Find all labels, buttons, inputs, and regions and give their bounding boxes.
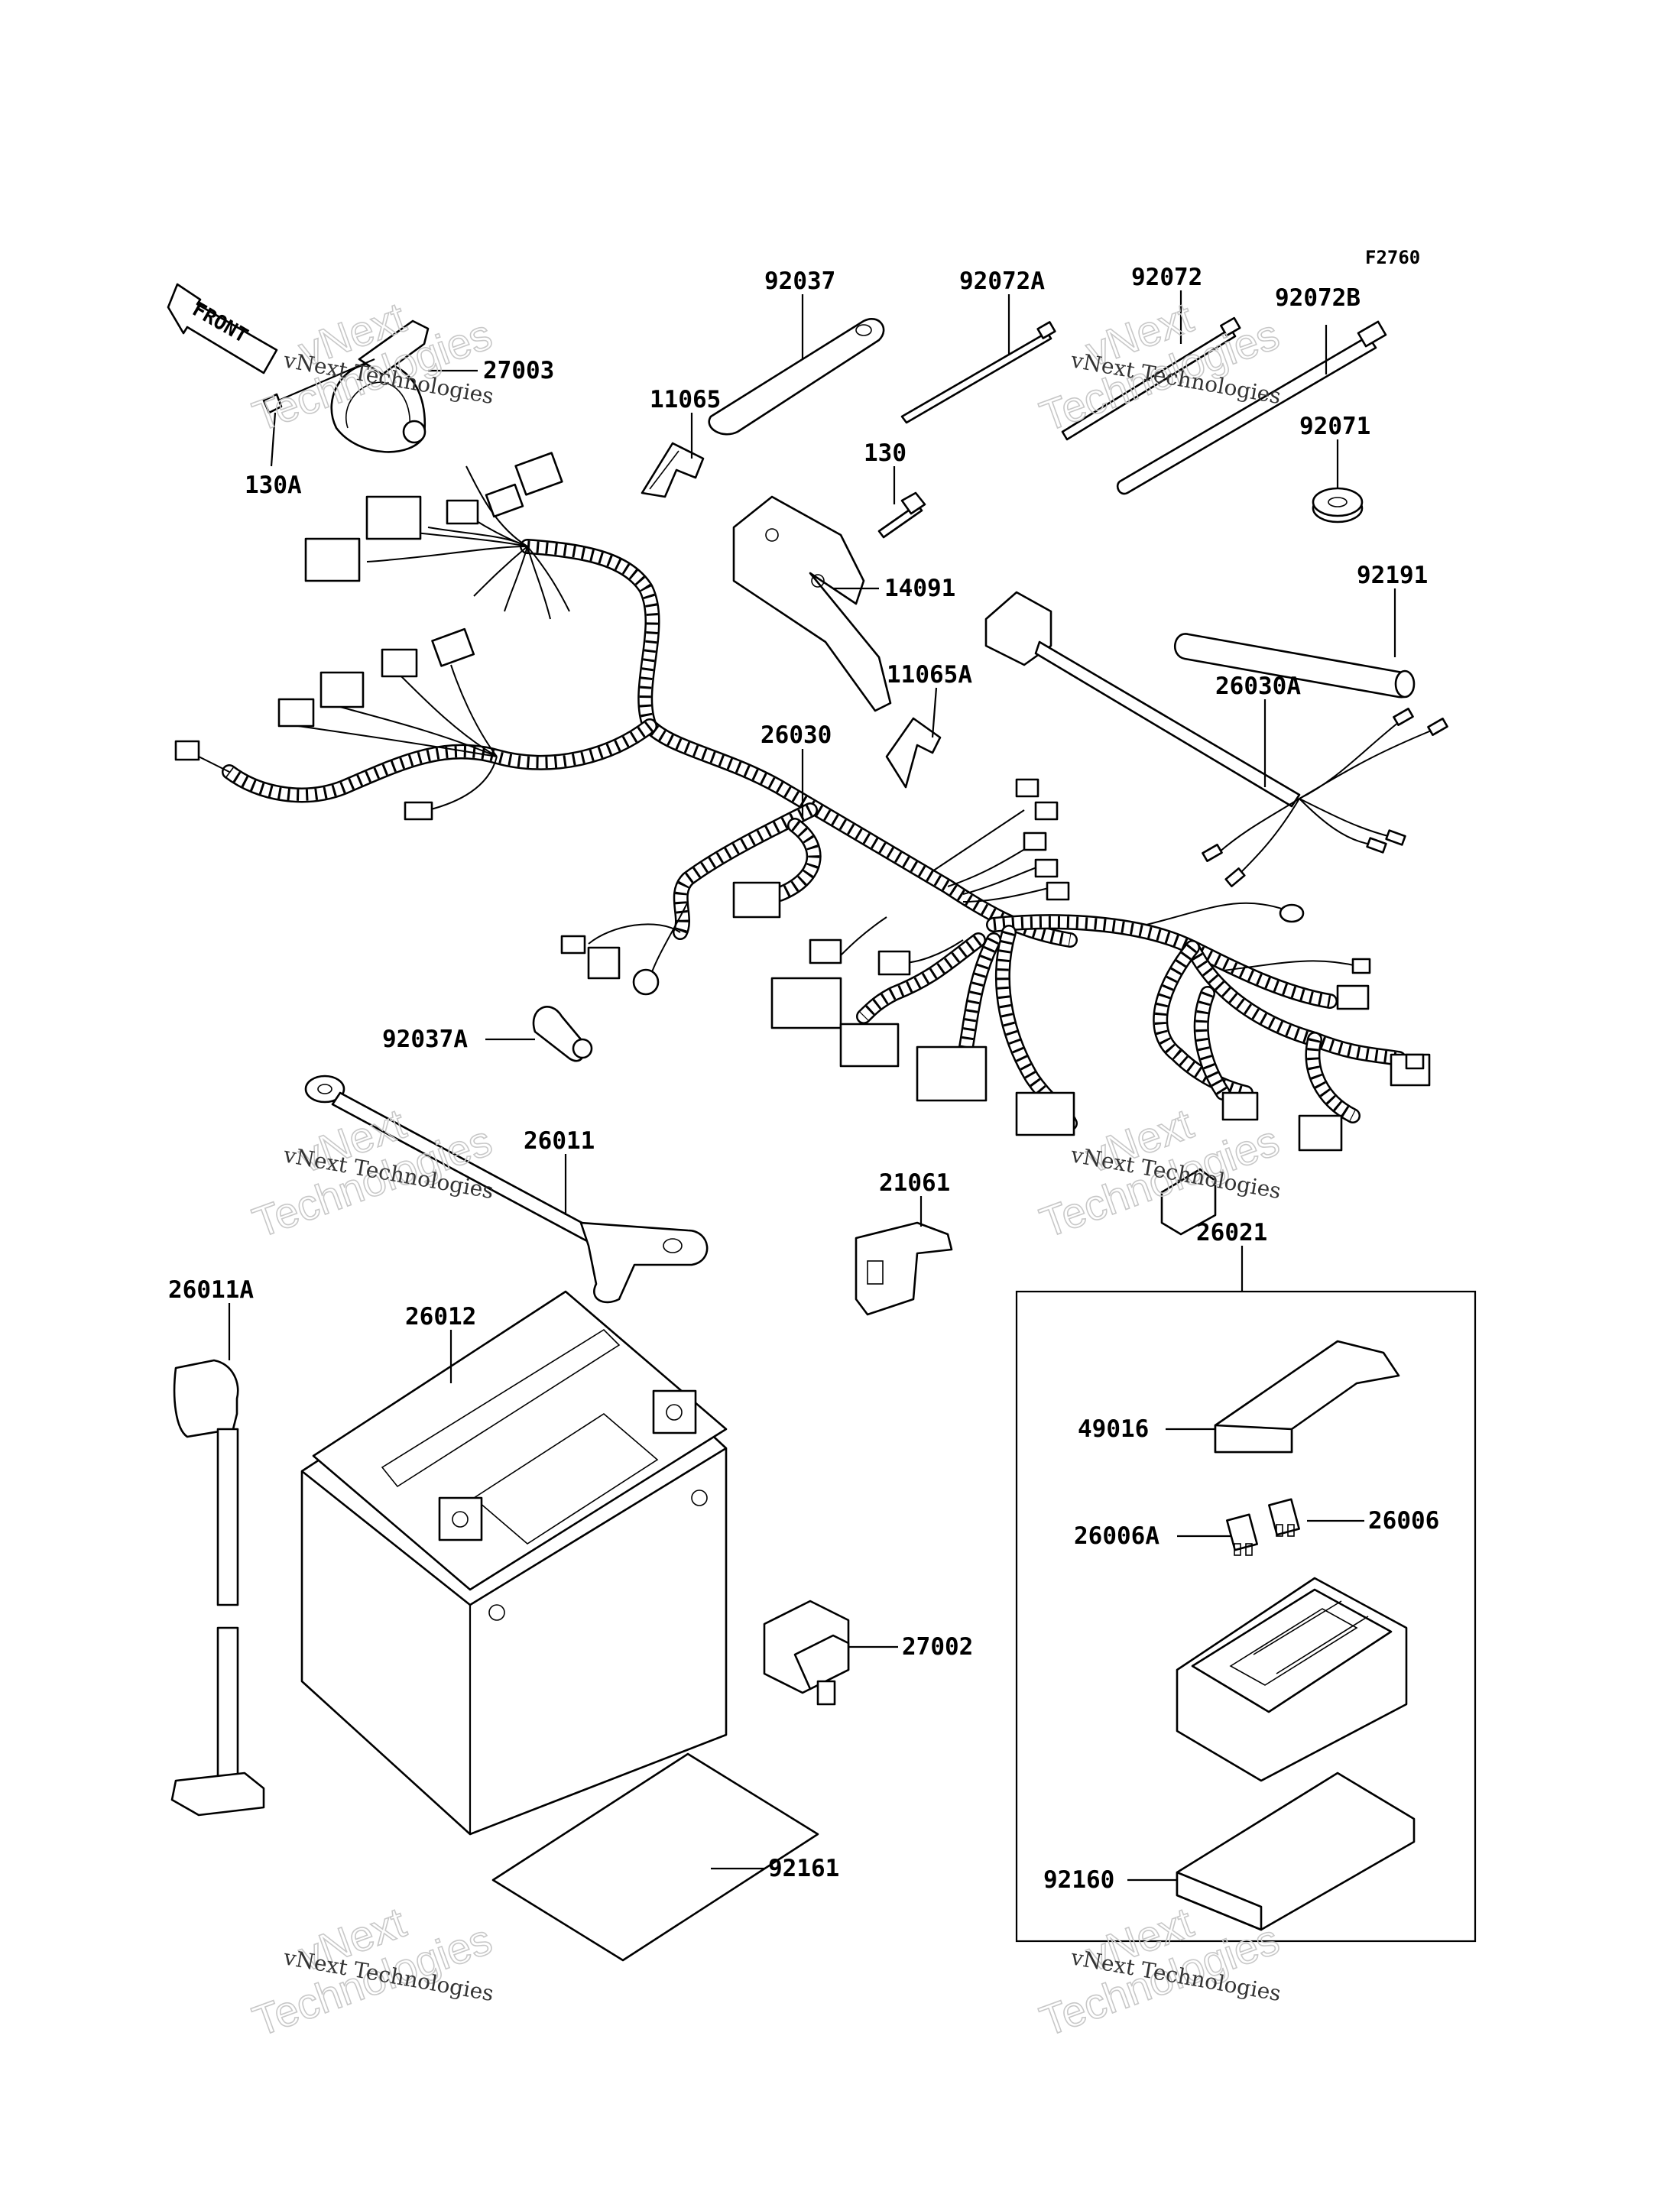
label-92072: 92072 [1131,264,1202,291]
clamp-11065 [641,442,705,498]
label-26006: 26006 [1368,1507,1439,1535]
label-92071: 92071 [1299,413,1370,440]
label-26021: 26021 [1196,1219,1267,1246]
label-92160: 92160 [1043,1866,1114,1894]
label-92037A: 92037A [382,1026,468,1053]
grommet-92071 [1312,487,1364,524]
fuse-cover-49016 [1214,1340,1400,1454]
watermark-bottom-left: vNext Technologies vNext Technologies [246,1897,498,2046]
tube-92191 [1173,633,1416,699]
cable-tie-92072A [900,321,1056,424]
clamp-11065A [885,717,942,789]
label-92072A: 92072A [959,267,1045,295]
cable-tie-92072 [1061,316,1241,441]
label-26006A: 26006A [1074,1522,1159,1550]
bracket-14091 [732,495,892,712]
label-21061: 21061 [879,1169,950,1197]
label-26011A: 26011A [168,1276,254,1304]
relay-27002 [763,1600,850,1706]
label-92161: 92161 [768,1855,839,1882]
label-130A: 130A [245,472,302,499]
horn-part [262,319,430,453]
battery-cable-26011 [304,1075,709,1304]
label-26030: 26030 [761,721,832,749]
fuse-case-92160 [1176,1771,1416,1931]
sub-harness-26030A [984,591,1448,887]
cable-tie-92072B [1116,320,1387,495]
battery-26012 [300,1290,728,1836]
strap-92037 [708,318,885,436]
main-harness-26030 [174,452,1431,1236]
label-27002: 27002 [902,1633,973,1661]
figure-code: F2760 [1365,247,1420,268]
label-130: 130 [864,439,906,467]
label-92191: 92191 [1357,562,1428,589]
front-direction-arrow: FRONT [167,283,278,374]
label-26012: 26012 [405,1303,476,1331]
label-92072B: 92072B [1275,284,1361,312]
fuse-box-base [1176,1577,1408,1782]
label-14091: 14091 [884,575,955,602]
label-49016: 49016 [1078,1415,1149,1443]
bolt-130 [877,491,926,539]
part-21061 [855,1221,953,1316]
label-11065A: 11065A [887,661,972,689]
pad-92161 [491,1752,819,1962]
clamp-92037A [532,1006,593,1062]
label-27003: 27003 [483,357,554,384]
label-92037: 92037 [764,267,835,295]
label-11065: 11065 [650,386,721,413]
battery-cable-26011A [170,1359,265,1817]
label-26011: 26011 [524,1127,595,1155]
fuse-box-group-frame [1015,1290,1477,1943]
label-26030A: 26030A [1215,673,1301,700]
watermark-mid-left: vNext Technologies vNext Technologies [246,1098,498,1247]
fuse-26006 [1268,1498,1300,1537]
fuse-26006A [1226,1513,1258,1556]
